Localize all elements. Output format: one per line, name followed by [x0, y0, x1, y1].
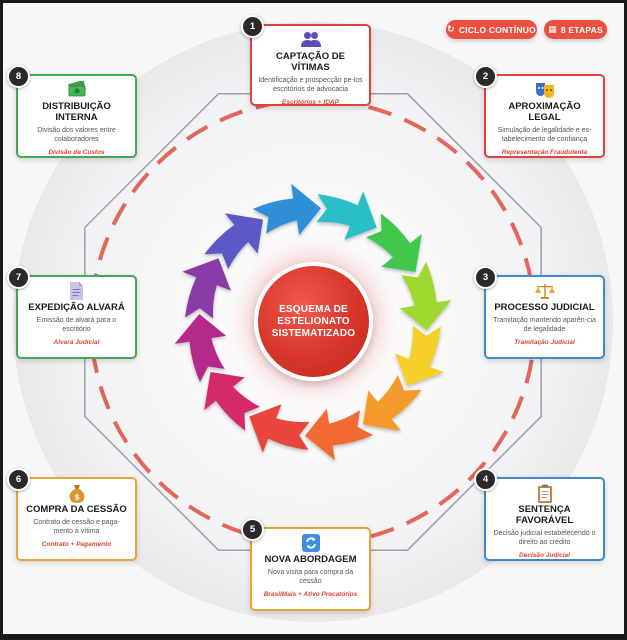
- scales-icon: [492, 282, 597, 300]
- cycle-arrow-segment: [316, 191, 377, 240]
- refresh-icon: [258, 534, 363, 552]
- stage-tag: Escritórios + IDAP: [282, 99, 339, 106]
- cycle-arrow-segment: [363, 375, 422, 431]
- steps-badge: ▦ 8 ETAPAS: [544, 20, 607, 39]
- refresh-icon: ↻: [447, 24, 455, 34]
- stage-number-1: 1: [241, 15, 264, 38]
- stage-description: Divisão dos valores entre colaboradores: [37, 127, 116, 143]
- money-bag-icon: $: [24, 484, 129, 503]
- stage-card-7: EXPEDIÇÃO ALVARÁ Emissão de alvará para …: [16, 275, 137, 359]
- stage-card-1: CAPTAÇÃO DE VÍTIMAS Identificação e pros…: [250, 24, 371, 106]
- stage-number-5: 5: [241, 518, 264, 541]
- stage-card-5: NOVA ABORDAGEM Nova visita para compra d…: [250, 527, 371, 611]
- stage-title: EXPEDIÇÃO ALVARÁ: [28, 302, 125, 313]
- steps-badge-label: 8 ETAPAS: [560, 24, 603, 35]
- clipboard-icon: [492, 484, 597, 503]
- cycle-arrow-segment: [174, 314, 227, 383]
- stage-description: Emissão de alvará para o escritório: [36, 317, 117, 333]
- stage-number-7: 7: [7, 266, 30, 289]
- stage-card-3: PROCESSO JUDICIAL Tramitação mantendo ap…: [484, 275, 605, 359]
- cycle-arrow-segment: [252, 183, 321, 236]
- stage-description: Contrato de cessão e paga-mento à vítima: [33, 519, 120, 535]
- stage-tag: Contrato + Pagamento: [41, 541, 112, 548]
- cycle-arrow-segment: [399, 261, 452, 330]
- cycle-arrow-segment: [305, 408, 374, 461]
- cycle-arrow-segment: [204, 213, 263, 269]
- stage-number-8: 8: [7, 65, 30, 88]
- stage-title: DISTRIBUIÇÃO INTERNA: [42, 101, 111, 123]
- cycle-arrows: [174, 183, 452, 461]
- stage-description: Tramitação mantendo aparên-cia de legali…: [493, 317, 596, 333]
- stage-title: CAPTAÇÃO DE VÍTIMAS: [276, 51, 345, 73]
- stage-number-2: 2: [474, 65, 497, 88]
- cycle-arrow-segment: [366, 213, 422, 272]
- center-title: ESQUEMA DE ESTELIONATO SISTEMATIZADO: [271, 303, 356, 339]
- stage-title: SENTENÇA FAVORÁVEL: [515, 504, 574, 526]
- stage-description: Simulação de legalidade e es-tabelecimen…: [497, 127, 592, 143]
- center-title-circle: ESQUEMA DE ESTELIONATO SISTEMATIZADO: [254, 262, 373, 381]
- cycle-arrow-segment: [182, 258, 231, 319]
- stage-title: PROCESSO JUDICIAL: [494, 302, 595, 313]
- stage-description: Decisão judicial estabelecendo o direito…: [493, 530, 596, 546]
- stage-tag: Tramitação Judicial: [514, 339, 575, 346]
- stage-card-4: SENTENÇA FAVORÁVEL Decisão judicial esta…: [484, 477, 605, 561]
- stage-description: Identificação e prospecção pe-los escrit…: [258, 77, 363, 93]
- stage-card-8: DISTRIBUIÇÃO INTERNA Divisão dos valores…: [16, 74, 137, 158]
- stage-title: COMPRA DA CESSÃO: [26, 504, 127, 515]
- stage-tag: Divisão de Custos: [48, 149, 105, 156]
- cycle-badge: ↻ CICLO CONTÍNUO: [446, 20, 537, 39]
- stage-description: Nova visita para compra da cessão: [267, 569, 354, 585]
- stage-number-3: 3: [474, 266, 497, 289]
- grid-icon: ▦: [548, 24, 557, 34]
- stage-title: NOVA ABORDAGEM: [264, 554, 357, 565]
- stage-tag: Alvará Judicial: [53, 339, 100, 346]
- svg-text:$: $: [74, 493, 80, 502]
- stage-number-4: 4: [474, 468, 497, 491]
- document-icon: [24, 282, 129, 300]
- theater-masks-icon: [492, 81, 597, 99]
- money-stack-icon: [24, 80, 129, 99]
- cycle-arrow-segment: [395, 325, 444, 386]
- users-icon: [258, 31, 363, 49]
- stage-title: APROXIMAÇÃO LEGAL: [508, 101, 581, 123]
- stage-tag: BrasilMais + Ativo Precatórios: [263, 591, 358, 598]
- stage-tag: Decisão Judicial: [519, 552, 570, 559]
- stage-card-2: APROXIMAÇÃO LEGAL Simulação de legalidad…: [484, 74, 605, 158]
- cycle-arrow-segment: [204, 372, 260, 431]
- stage-number-6: 6: [7, 468, 30, 491]
- cycle-arrow-segment: [249, 404, 310, 453]
- stage-card-6: $ COMPRA DA CESSÃO Contrato de cessão e …: [16, 477, 137, 561]
- stage-tag: Representação Fraudulenta: [501, 149, 588, 156]
- cycle-badge-label: CICLO CONTÍNUO: [458, 24, 536, 35]
